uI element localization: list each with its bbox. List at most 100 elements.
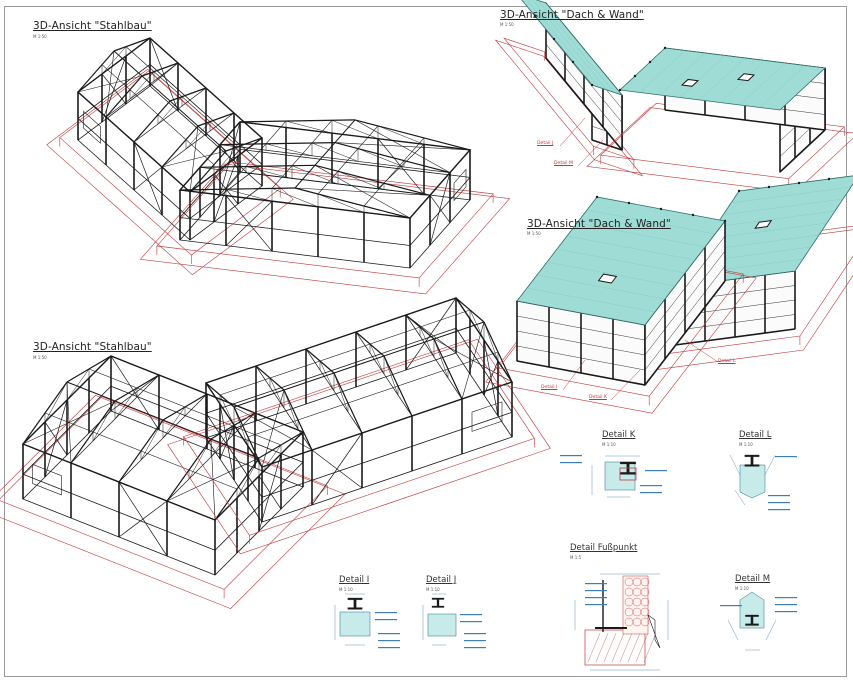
steel-i-beam: [431, 597, 445, 608]
roof-purlin: [219, 309, 471, 396]
roof-truss-tie: [219, 144, 451, 173]
view2-main: [586, 46, 853, 193]
base-rail: [664, 109, 826, 131]
roof-truss-chord: [169, 87, 207, 102]
detail-scale: M 1:5: [570, 555, 582, 560]
annotation-text-line: [775, 604, 797, 606]
roof-rib: [526, 287, 656, 313]
callout-leader: [684, 339, 719, 363]
roof-rib: [546, 261, 676, 287]
truss-web: [133, 114, 159, 143]
view4-wing-left: [0, 355, 346, 609]
view3-wing-left: [485, 195, 757, 414]
roof-edge-bolt: [648, 60, 652, 64]
skylight: [736, 73, 756, 82]
roof-bracing: [22, 400, 116, 445]
truss-web: [403, 160, 451, 173]
wall-x-bracing: [110, 374, 160, 412]
roof-rib: [719, 60, 766, 103]
truss-web: [419, 326, 435, 358]
truss-web: [377, 125, 425, 145]
wall-x-bracing: [377, 144, 425, 189]
detail-i: [334, 593, 400, 649]
truss-web: [271, 188, 319, 208]
view1-wing-left: [46, 37, 294, 276]
insulation-panel: [427, 613, 457, 637]
roof-edge-bolt: [827, 177, 831, 181]
annotation-text-line: [775, 597, 797, 599]
roof-rib: [699, 57, 746, 101]
dimension-line: [765, 619, 777, 641]
roof-rib: [538, 0, 615, 93]
roof-edge-bolt: [571, 60, 575, 64]
annotation-text-line: [375, 612, 397, 614]
truss-web: [161, 139, 187, 168]
roof-rib: [639, 50, 686, 93]
annotation-text-line: [378, 647, 400, 649]
concrete-hatch: [587, 632, 601, 663]
roof-edge-bolt: [737, 189, 741, 193]
dimension-line: [764, 454, 776, 476]
truss-web: [70, 431, 94, 464]
wall-x-bracing: [149, 62, 179, 87]
detail-scale: M 1:10: [426, 587, 440, 592]
roof-rib: [679, 55, 726, 98]
annotation-text-line: [585, 583, 607, 585]
view-scale: M 1:50: [33, 355, 47, 360]
roof-purlin: [88, 368, 282, 446]
truss-web: [118, 450, 142, 483]
foundation-outline: [46, 68, 294, 276]
wall-x-bracing: [101, 73, 127, 105]
foundation-outline: [156, 161, 494, 279]
truss-web: [291, 165, 339, 185]
roof-purlin: [44, 412, 238, 490]
insulation-panel: [739, 591, 765, 629]
view-scale: M 1:50: [33, 34, 47, 39]
wall-x-bracing: [219, 144, 241, 173]
steel-i-beam: [745, 614, 759, 626]
foundation-outline: [167, 338, 551, 555]
base-rail: [644, 280, 726, 386]
roof-rib: [706, 222, 828, 240]
annotation-text-line: [585, 604, 607, 606]
roof-truss-chord: [219, 142, 336, 146]
window-opening: [453, 168, 467, 202]
truss-web: [245, 166, 293, 179]
annotation-text-line: [375, 619, 397, 621]
annotation-text-line: [464, 647, 486, 649]
base-rail: [674, 328, 796, 346]
view2-wing: [494, 0, 644, 177]
truss-web: [101, 46, 127, 75]
roof-truss-chord: [197, 112, 235, 127]
annotation-text-line: [460, 621, 482, 623]
annotation-text-line: [768, 495, 790, 497]
callout-detail-l: Detail L: [718, 359, 736, 364]
foundation-outline: [59, 70, 281, 256]
roof-purlin: [363, 137, 425, 207]
view-scale: M 1:50: [527, 231, 541, 236]
callout-leader: [610, 369, 641, 401]
wall-x-bracing: [311, 449, 363, 489]
dimension-line: [734, 489, 746, 506]
detail-scale: M 1:10: [339, 587, 353, 592]
base-rail: [591, 139, 623, 151]
roof-truss-tie: [105, 62, 179, 118]
annotation-text-line: [378, 633, 400, 635]
detail-scale: M 1:10: [739, 442, 753, 447]
detail-m-title: Detail M: [735, 574, 771, 584]
annotation-text-line: [585, 597, 607, 599]
roof-rib: [566, 235, 696, 261]
detail-scale: M 1:10: [735, 586, 749, 591]
roof-edge-bolt: [767, 185, 771, 189]
wall-x-bracing: [44, 421, 68, 456]
roof-rib: [536, 274, 666, 300]
detail-l: [729, 454, 797, 511]
wall-x-bracing: [219, 424, 235, 460]
annotation-text-line: [720, 605, 742, 607]
truss-web: [285, 120, 333, 134]
skylight: [680, 78, 700, 87]
truss-web: [383, 183, 431, 196]
truss-web: [265, 143, 313, 157]
truss-web: [214, 488, 238, 521]
